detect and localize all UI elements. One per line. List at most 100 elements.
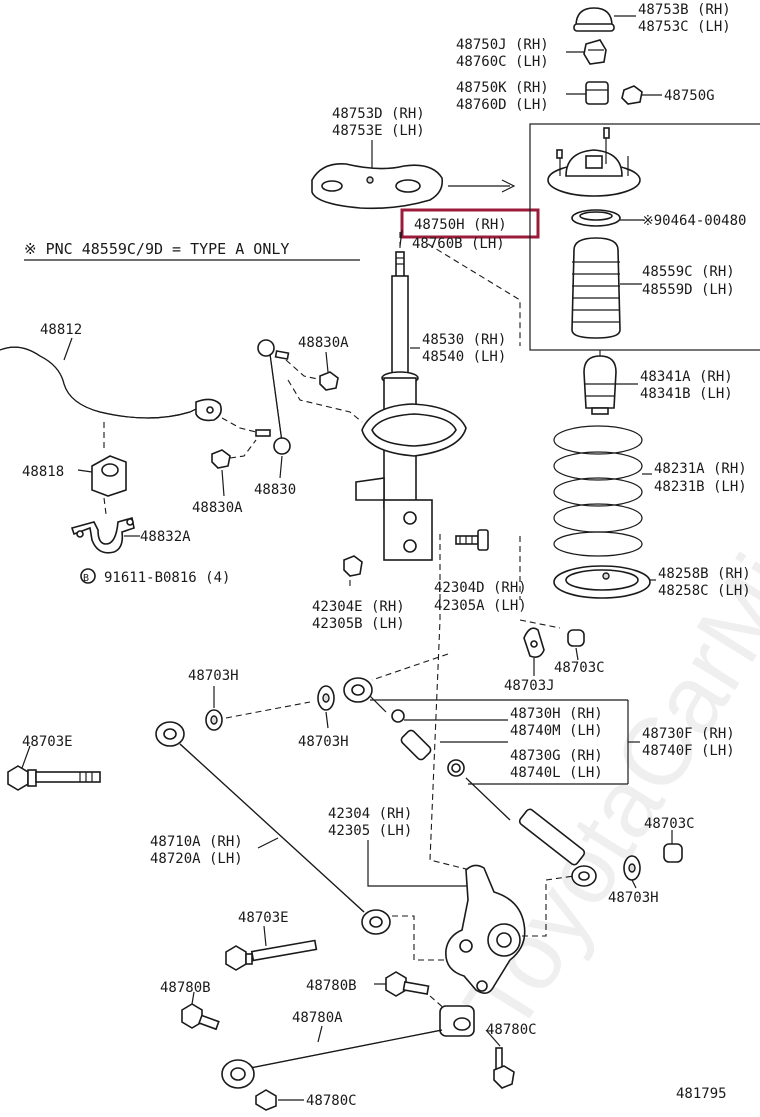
highlight-box-48750h bbox=[400, 208, 540, 239]
label-48780c-right: 48780C bbox=[486, 1022, 537, 1038]
label-48780a: 48780A bbox=[292, 1010, 343, 1026]
leader-48703e-mid bbox=[263, 925, 267, 947]
leader-48780a bbox=[317, 1025, 323, 1043]
leader-48703e-left bbox=[21, 745, 31, 769]
label-48760d: 48760D (LH) bbox=[456, 97, 549, 113]
leader-48780c-right bbox=[485, 1029, 501, 1047]
leader-42304 bbox=[367, 840, 470, 887]
label-48780b-left: 48780B bbox=[160, 980, 211, 996]
dash-arm-cam bbox=[371, 653, 449, 681]
label-48818: 48818 bbox=[22, 464, 64, 480]
bolt-42304d[interactable] bbox=[455, 529, 489, 551]
label-48703j: 48703J bbox=[504, 678, 555, 694]
label-48750k: 48750K (RH) bbox=[456, 80, 549, 96]
nut-42304e[interactable] bbox=[343, 555, 363, 577]
bushing-48703c-top[interactable] bbox=[567, 629, 585, 647]
label-48231b: 48231B (LH) bbox=[654, 479, 747, 495]
bushing-48703c-right[interactable] bbox=[663, 843, 683, 863]
leader-48703h-mid bbox=[325, 711, 329, 729]
bolt-48703e-left[interactable] bbox=[7, 765, 101, 791]
diagram-number: 481795 bbox=[676, 1086, 727, 1102]
label-91611: 91611-B0816 (4) bbox=[104, 570, 230, 586]
label-48730h: 48730H (RH) bbox=[510, 706, 603, 722]
strut-mount-detail[interactable] bbox=[547, 127, 641, 197]
arrow-to-detail bbox=[448, 179, 516, 193]
nut-48750g[interactable] bbox=[621, 85, 643, 105]
bushing-bracket-48832a[interactable] bbox=[70, 516, 135, 554]
detail-box-type-a bbox=[529, 123, 760, 351]
label-48740l: 48740L (LH) bbox=[510, 765, 603, 781]
dash-to-knuckle bbox=[429, 534, 471, 871]
nut-48780c-right[interactable] bbox=[493, 1047, 515, 1089]
upper-mount-cap-48753b[interactable] bbox=[573, 7, 615, 32]
stabilizer-bar-48812[interactable] bbox=[0, 346, 222, 422]
trailing-arm-48710a[interactable] bbox=[155, 721, 391, 935]
label-48341b: 48341B (LH) bbox=[640, 386, 733, 402]
label-48703h-mid: 48703H bbox=[298, 734, 349, 750]
lateral-arm-48730h[interactable] bbox=[343, 677, 597, 887]
leader-48710a bbox=[257, 837, 279, 849]
label-48753c: 48753C (LH) bbox=[638, 19, 731, 35]
label-48703e-mid: 48703E bbox=[238, 910, 289, 926]
washer-90464-00480[interactable] bbox=[571, 209, 621, 227]
upper-support-48753d[interactable] bbox=[311, 163, 444, 210]
label-48760c: 48760C (LH) bbox=[456, 54, 549, 70]
knuckle-42304[interactable] bbox=[445, 864, 526, 994]
leader-48780b-left bbox=[191, 991, 195, 1005]
label-48530: 48530 (RH) bbox=[422, 332, 506, 348]
label-48231a: 48231A (RH) bbox=[654, 461, 747, 477]
label-48750h[interactable]: 48750H (RH) bbox=[414, 217, 507, 233]
label-48703c-top: 48703C bbox=[554, 660, 605, 676]
label-48730f: 48730F (RH) bbox=[642, 726, 735, 742]
stabilizer-bushing-48818[interactable] bbox=[91, 455, 127, 497]
label-48753e: 48753E (LH) bbox=[332, 123, 425, 139]
cam-plate-48703j[interactable] bbox=[523, 627, 545, 658]
label-48703h-right: 48703H bbox=[608, 890, 659, 906]
bolt-48780b-left[interactable] bbox=[181, 1003, 220, 1031]
shock-absorber-48530[interactable] bbox=[355, 251, 467, 561]
dash-link-strut bbox=[287, 379, 363, 423]
label-90464: ※90464-00480 bbox=[642, 213, 746, 229]
dash-to-detail bbox=[427, 243, 521, 346]
label-48780c-bottom: 48780C bbox=[306, 1093, 357, 1109]
label-42305: 42305 (LH) bbox=[328, 823, 412, 839]
bolt-91611-b0816[interactable]: B bbox=[80, 568, 96, 584]
label-48559c: 48559C (RH) bbox=[642, 264, 735, 280]
nut-48780c-bottom[interactable] bbox=[255, 1089, 277, 1111]
bolt-48703e-mid[interactable] bbox=[225, 939, 318, 971]
lower-arm-48780a[interactable] bbox=[221, 1005, 475, 1089]
label-48750g: 48750G bbox=[664, 88, 715, 104]
leader-48703h-right bbox=[631, 879, 637, 889]
label-48812: 48812 bbox=[40, 322, 82, 338]
bushing-48703h-mid[interactable] bbox=[317, 685, 335, 711]
label-48760b: 48760B (LH) bbox=[412, 236, 505, 252]
label-42304d: 42304D (RH) bbox=[434, 580, 527, 596]
dash-bushing-h bbox=[225, 701, 311, 719]
label-48830: 48830 bbox=[254, 482, 296, 498]
bushing-48703h-left[interactable] bbox=[205, 709, 223, 731]
leader-48703c-top bbox=[575, 647, 579, 661]
bolt-48780b-mid[interactable] bbox=[385, 971, 430, 997]
label-48540: 48540 (LH) bbox=[422, 349, 506, 365]
dash-48780b bbox=[429, 995, 447, 1011]
dash-knuckle-left bbox=[392, 915, 446, 961]
coil-spring-48231a[interactable] bbox=[553, 425, 643, 557]
bump-stop-boot-48559c[interactable] bbox=[571, 237, 621, 339]
cushion-48750k[interactable] bbox=[585, 81, 609, 105]
label-42304e: 42304E (RH) bbox=[312, 599, 405, 615]
label-48720a: 48720A (LH) bbox=[150, 851, 243, 867]
circled-b: B bbox=[83, 573, 89, 584]
stabilizer-link-48830[interactable] bbox=[255, 339, 291, 455]
nut-48830a-bottom[interactable] bbox=[211, 449, 231, 469]
label-48753d: 48753D (RH) bbox=[332, 106, 425, 122]
dash-nut-bottom bbox=[229, 439, 257, 459]
label-48740f: 48740F (LH) bbox=[642, 743, 735, 759]
bump-stopper-48341a[interactable] bbox=[583, 355, 617, 415]
nut-48750j[interactable] bbox=[583, 39, 607, 65]
label-48703h-left: 48703H bbox=[188, 668, 239, 684]
label-42305b: 42305B (LH) bbox=[312, 616, 405, 632]
nut-48830a-top[interactable] bbox=[319, 371, 339, 391]
spring-insulator-48258b[interactable] bbox=[553, 565, 651, 599]
leader-48818 bbox=[77, 469, 93, 473]
bushing-48703h-right[interactable] bbox=[623, 855, 641, 881]
